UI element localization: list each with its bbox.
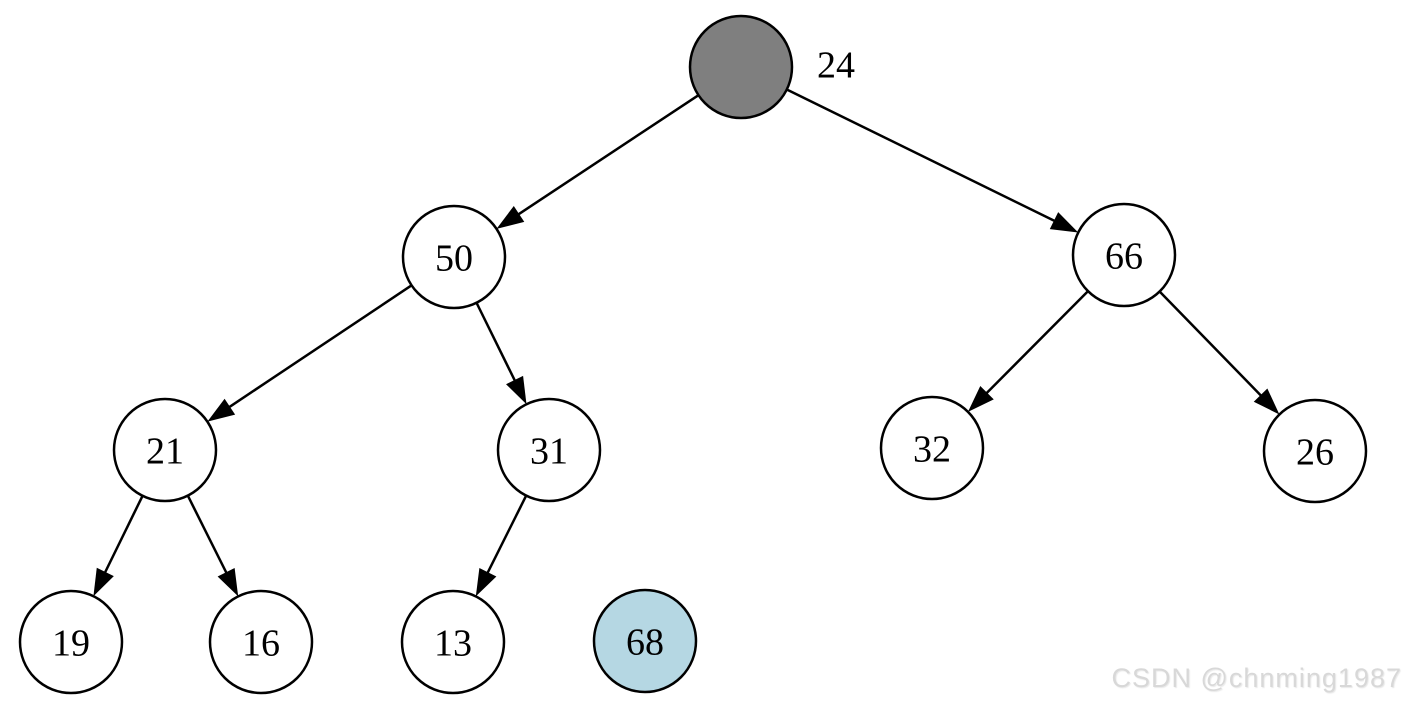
arrowhead-icon <box>506 375 527 405</box>
tree-node-label-68: 68 <box>626 621 664 663</box>
tree-node-50: 50 <box>401 204 507 310</box>
tree-node-circle-21 <box>112 397 218 503</box>
tree-node-26: 26 <box>1262 398 1368 504</box>
tree-edge-24-66 <box>786 88 1079 233</box>
arrowhead-icon <box>217 567 239 597</box>
arrowhead-icon <box>1253 388 1280 415</box>
tree-node-label-32: 32 <box>913 428 951 470</box>
tree-node-19: 19 <box>18 589 124 695</box>
tree-node-circle-68 <box>592 588 698 694</box>
tree-node-label-50: 50 <box>435 237 473 279</box>
tree-node-circle-32 <box>879 395 985 501</box>
tree-node-circle-19 <box>18 589 124 695</box>
arrowhead-icon <box>475 567 497 597</box>
tree-node-24: 24 <box>688 14 855 120</box>
arrowhead-icon <box>496 206 525 229</box>
tree-edge-24-50 <box>496 94 700 229</box>
tree-node-31: 31 <box>496 397 602 503</box>
arrowhead-icon <box>207 398 236 422</box>
arrowhead-icon <box>93 567 114 597</box>
tree-edge-21-19 <box>93 495 144 597</box>
tree-edge-31-13 <box>475 495 528 597</box>
tree-node-circle-13 <box>400 589 506 695</box>
tree-edge-50-31 <box>475 302 527 405</box>
tree-node-label-31: 31 <box>530 430 568 472</box>
tree-node-label-66: 66 <box>1105 235 1143 277</box>
tree-node-16: 16 <box>208 589 314 695</box>
tree-node-label-19: 19 <box>52 622 90 664</box>
tree-node-circle-31 <box>496 397 602 503</box>
arrowhead-icon <box>967 386 994 412</box>
tree-node-label-16: 16 <box>242 622 280 664</box>
watermark-text: CSDN @chnming1987 <box>1111 663 1402 693</box>
tree-edge-21-16 <box>186 495 239 597</box>
tree-node-label-21: 21 <box>146 430 184 472</box>
tree-edge-66-32 <box>967 290 1089 412</box>
tree-node-32: 32 <box>879 395 985 501</box>
tree-node-label-26: 26 <box>1296 431 1334 473</box>
arrowhead-icon <box>1049 212 1079 233</box>
tree-node-label-24: 24 <box>817 44 855 86</box>
tree-node-circle-24 <box>688 14 794 120</box>
tree-edge-66-26 <box>1158 290 1280 415</box>
tree-node-68: 68 <box>592 588 698 694</box>
tree-edge-50-21 <box>207 284 413 422</box>
tree-node-circle-66 <box>1071 202 1177 308</box>
tree-node-21: 21 <box>112 397 218 503</box>
tree-node-13: 13 <box>400 589 506 695</box>
tree-node-circle-50 <box>401 204 507 310</box>
tree-node-label-13: 13 <box>434 622 472 664</box>
tree-node-66: 66 <box>1071 202 1177 308</box>
tree-node-circle-16 <box>208 589 314 695</box>
tree-node-circle-26 <box>1262 398 1368 504</box>
